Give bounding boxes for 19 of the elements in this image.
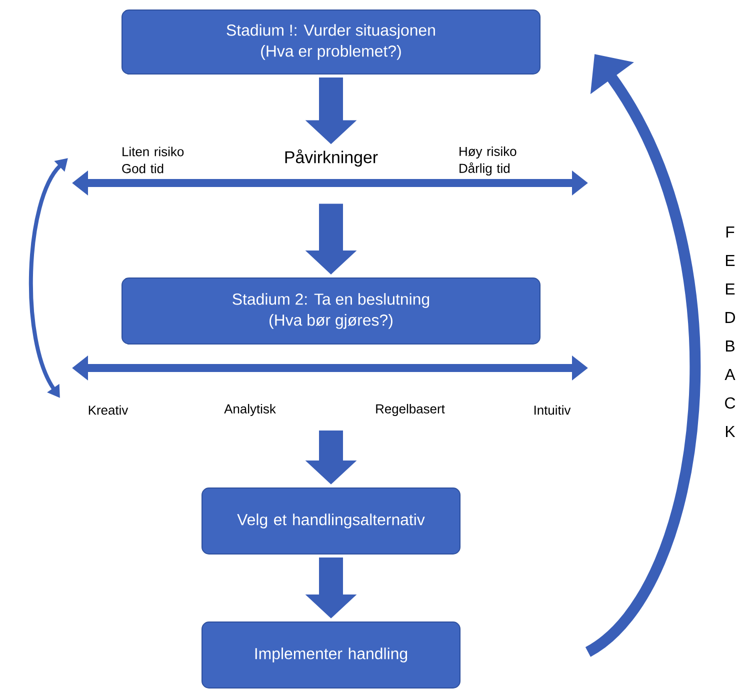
style-label: Intuitiv (534, 405, 571, 415)
feedback-letter: K (726, 426, 736, 437)
feedback-letter: F (726, 226, 734, 238)
process-box: Velg et handlingsalternativ (202, 488, 460, 554)
scale-label: Liten risiko God tid (122, 146, 184, 174)
process-box: Stadium 2: Ta en beslutning (Hva bør gjøres?) (122, 278, 540, 344)
influence-label: Påvirkninger (285, 149, 378, 167)
process-box: Stadium !: Vurder situasjonen (Hva er problemet?) (122, 10, 540, 74)
style-label: Regelbasert (376, 404, 445, 416)
feedback-letter: E (726, 284, 735, 294)
feedback-letter: C (725, 397, 736, 409)
feedback-letter: B (726, 340, 734, 352)
feedback-letter: D (726, 312, 735, 323)
feedback-letter: A (724, 369, 736, 380)
style-label: Kreativ (88, 405, 128, 415)
scale-label: Høy risiko Dårlig tid (460, 146, 516, 176)
style-label: Analytisk (224, 404, 276, 416)
feedback-letter: E (726, 255, 735, 266)
process-box: Implementer handling (202, 622, 460, 688)
